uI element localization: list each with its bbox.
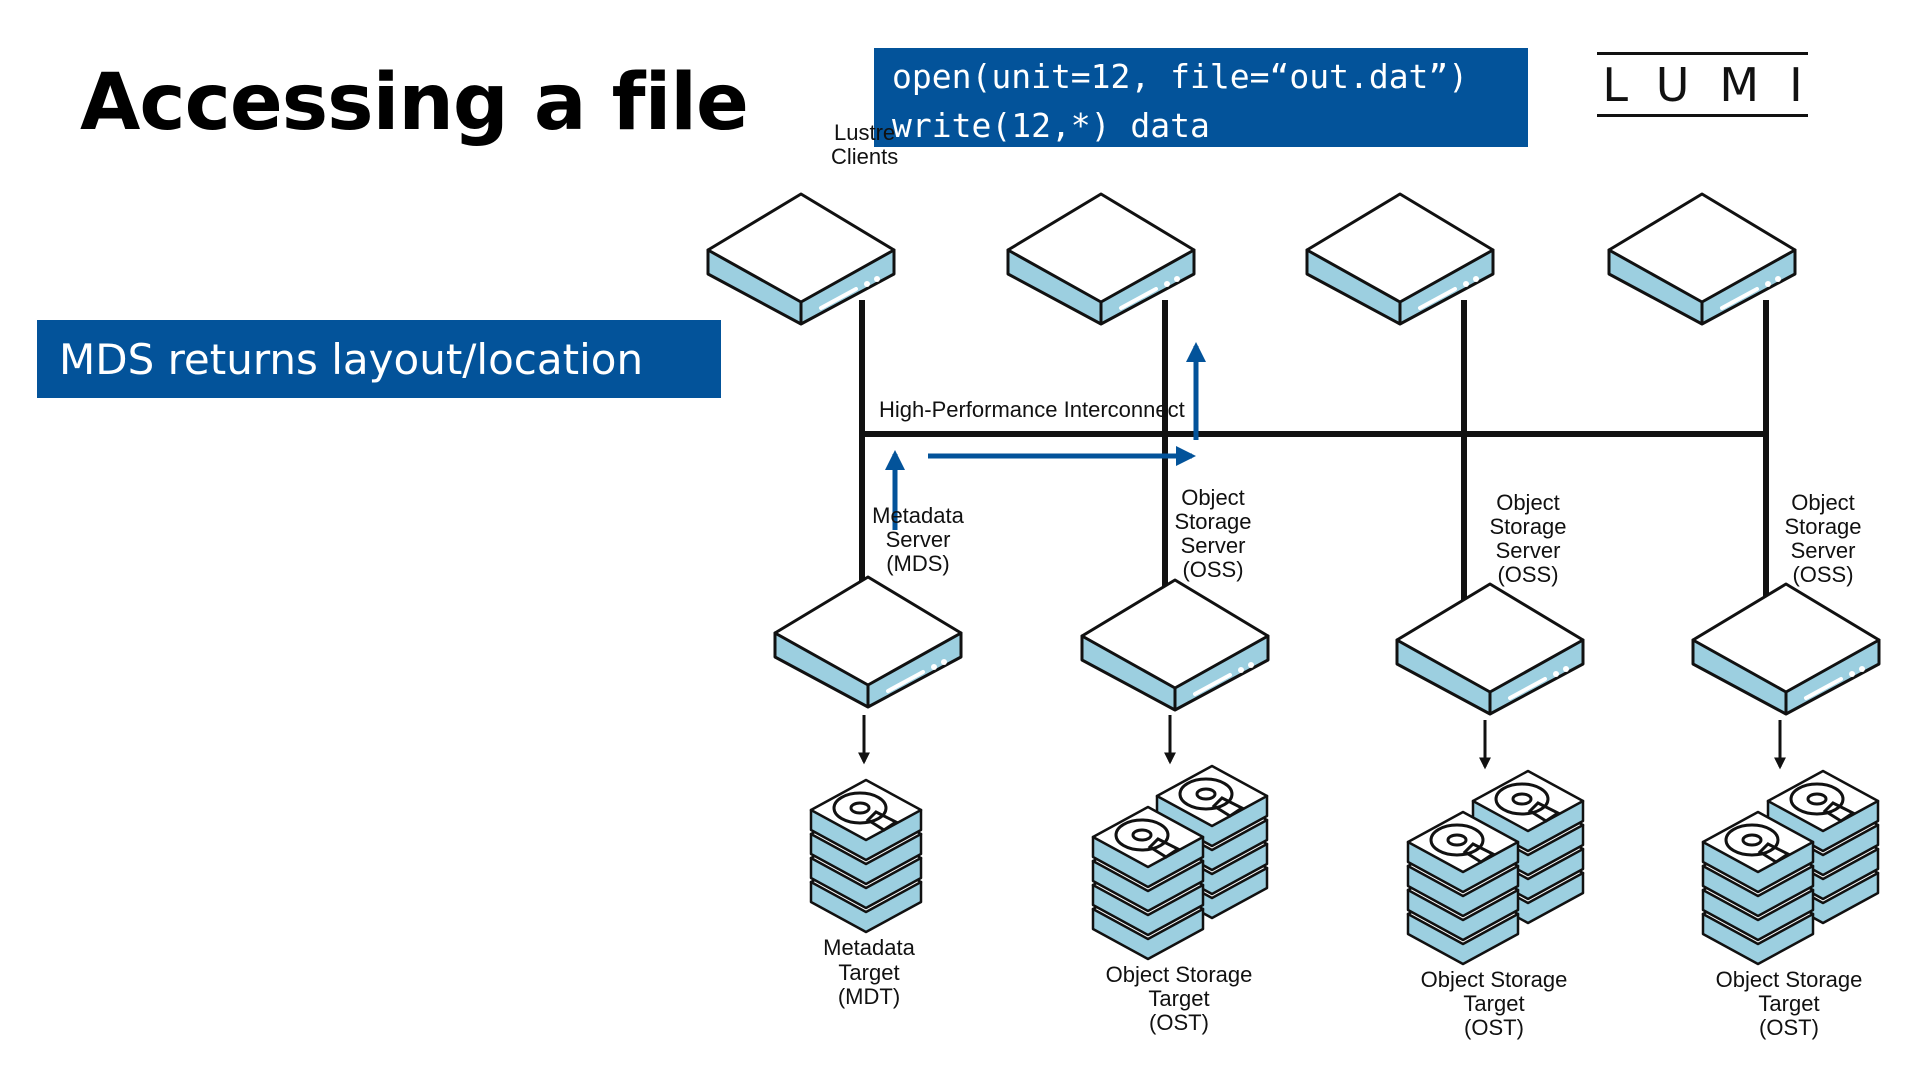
ost-label-3-line-3: (OST): [1759, 1015, 1819, 1040]
ost-label-2-line-3: (OST): [1464, 1015, 1524, 1040]
ost-disk-stack-2-front: [1408, 812, 1518, 964]
mds-server: [773, 575, 963, 709]
subtitle-banner: MDS returns layout/location: [37, 320, 721, 398]
lumi-logo: LUMI: [1597, 52, 1808, 117]
oss-label-1: Object Storage Server (OSS): [1174, 485, 1251, 582]
code-line-open: open(unit=12, file=“out.dat”): [892, 57, 1469, 96]
oss-label-1-line-1: Object: [1181, 485, 1245, 510]
mds-label: Metadata Server (MDS): [872, 503, 964, 576]
oss-label-2-line-3: Server: [1496, 538, 1561, 563]
ost-label-2-line-1: Object Storage: [1421, 967, 1568, 992]
client-server-1: [706, 192, 896, 326]
code-snippet: open(unit=12, file=“out.dat”) write(12,*…: [874, 48, 1528, 147]
oss-server-2: [1395, 582, 1585, 716]
mds-label-line-1: Metadata: [872, 503, 964, 528]
slide-title: Accessing a file: [80, 58, 749, 148]
ost-label-1-line-3: (OST): [1149, 1010, 1209, 1035]
mdt-label-line-3: (MDT): [838, 984, 900, 1009]
mdt-label-line-1: Metadata: [823, 935, 915, 960]
ost-label-1: Object Storage Target (OST): [1106, 962, 1253, 1035]
oss-server-3: [1691, 582, 1881, 716]
ost-label-3-line-2: Target: [1758, 991, 1819, 1016]
oss-label-2-line-2: Storage: [1489, 514, 1566, 539]
clients-label-line-1: Lustre: [834, 120, 895, 145]
ost-label-1-line-1: Object Storage: [1106, 962, 1253, 987]
oss-server-1: [1080, 578, 1270, 712]
ost-label-2-line-2: Target: [1463, 991, 1524, 1016]
oss-label-3-line-3: Server: [1791, 538, 1856, 563]
mdt-label: Metadata Target (MDT): [823, 935, 915, 1009]
oss-label-2-line-4: (OSS): [1497, 562, 1558, 587]
oss-label-3-line-2: Storage: [1784, 514, 1861, 539]
oss-label-3-line-4: (OSS): [1792, 562, 1853, 587]
ost-label-3: Object Storage Target (OST): [1716, 967, 1863, 1040]
oss-label-3-line-1: Object: [1791, 490, 1855, 515]
code-line-write: write(12,*) data: [892, 106, 1210, 145]
oss-label-1-line-3: Server: [1181, 533, 1246, 558]
interconnect-label: High-Performance Interconnect: [879, 397, 1185, 422]
mdt-label-line-2: Target: [838, 960, 899, 985]
mds-label-line-3: (MDS): [886, 551, 950, 576]
ost-disk-stack-3-front: [1703, 812, 1813, 964]
clients-label: Lustre Clients: [831, 120, 898, 169]
oss-label-2: Object Storage Server (OSS): [1489, 490, 1566, 587]
oss-label-1-line-4: (OSS): [1182, 557, 1243, 582]
ost-label-2: Object Storage Target (OST): [1421, 967, 1568, 1040]
mdt-disk-stack: [811, 780, 921, 932]
clients-label-line-2: Clients: [831, 144, 898, 169]
oss-label-3: Object Storage Server (OSS): [1784, 490, 1861, 587]
oss-label-2-line-1: Object: [1496, 490, 1560, 515]
oss-label-1-line-2: Storage: [1174, 509, 1251, 534]
mds-label-line-2: Server: [886, 527, 951, 552]
ost-disk-stack-1-front: [1093, 807, 1203, 959]
ost-label-3-line-1: Object Storage: [1716, 967, 1863, 992]
ost-label-1-line-2: Target: [1148, 986, 1209, 1011]
